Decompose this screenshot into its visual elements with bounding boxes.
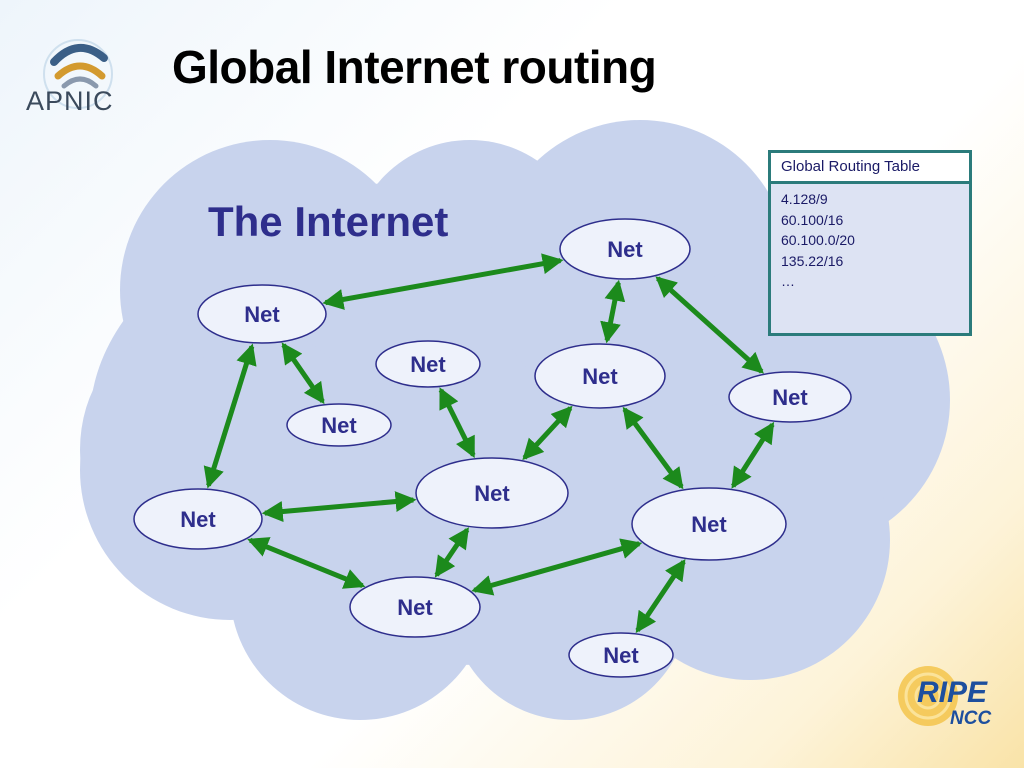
net-node: Net [349,576,481,638]
net-node-label: Net [607,237,643,262]
apnic-logo [43,39,113,109]
link-n7-n9 [731,421,775,489]
net-node: Net [286,403,392,447]
net-node-shape [728,371,852,423]
net-node-label: Net [474,481,510,506]
net-node-label: Net [321,413,357,438]
net-node-label: Net [603,643,639,668]
net-node: Net [415,457,569,529]
net-node-shape [375,340,481,388]
net-node: Net [534,343,666,409]
link-n8-n10 [434,527,470,578]
net-node-shape [534,343,666,409]
net-node: Net [197,284,327,344]
link-n1-n3 [281,342,325,405]
net-node: Net [568,632,674,678]
net-node-label: Net [772,385,808,410]
link-n2-n6 [600,279,626,344]
net-node-label: Net [244,302,280,327]
net-node: Net [559,218,691,280]
net-node-label: Net [397,595,433,620]
net-node-label: Net [582,364,618,389]
net-node: Net [375,340,481,388]
link-n4-n8 [261,491,417,522]
net-node-shape [133,488,263,550]
routing-table-entry: … [781,273,795,289]
ripe-logo-text: RIPE [917,676,988,709]
net-node-label: Net [180,507,216,532]
routing-table-entry: 60.100/16 [781,211,844,228]
link-n4-n10 [247,537,366,589]
net-node-shape [631,487,787,561]
link-n1-n2 [322,253,564,310]
ripe-ncc-logo [898,666,958,726]
apnic-logo-text: APNIC [26,86,114,116]
link-n9-n11 [635,559,686,634]
net-node: Net [133,488,263,550]
global-routing-table: Global Routing Table 4.128/9 60.100/16 6… [768,150,972,336]
net-node-shape [349,576,481,638]
link-n1-n4 [203,343,257,489]
net-node-label: Net [691,512,727,537]
ripe-logo-subtext: NCC [950,708,992,729]
link-n2-n7 [655,276,765,374]
routing-table-entry: 135.22/16 [781,252,844,269]
link-n5-n8 [438,387,476,459]
slide-title: Global Internet routing [172,41,657,93]
routing-table-entry: 60.100.0/20 [781,232,855,248]
net-node: Net [631,487,787,561]
net-node-shape [197,284,327,344]
routing-table-body: 4.128/9 60.100/16 60.100.0/20 135.22/16 … [771,184,969,297]
cloud-label: The Internet [208,198,449,245]
routing-table-header: Global Routing Table [771,153,969,184]
link-n6-n8 [522,405,573,461]
routing-table-entry: 4.128/9 [781,191,828,207]
net-node-shape [568,632,674,678]
net-node: Net [728,371,852,423]
net-node-shape [286,403,392,447]
links-layer [203,253,775,634]
net-node-label: Net [410,352,446,377]
link-n6-n9 [622,406,684,490]
net-node-shape [415,457,569,529]
net-node-shape [559,218,691,280]
link-n9-n10 [471,538,643,596]
